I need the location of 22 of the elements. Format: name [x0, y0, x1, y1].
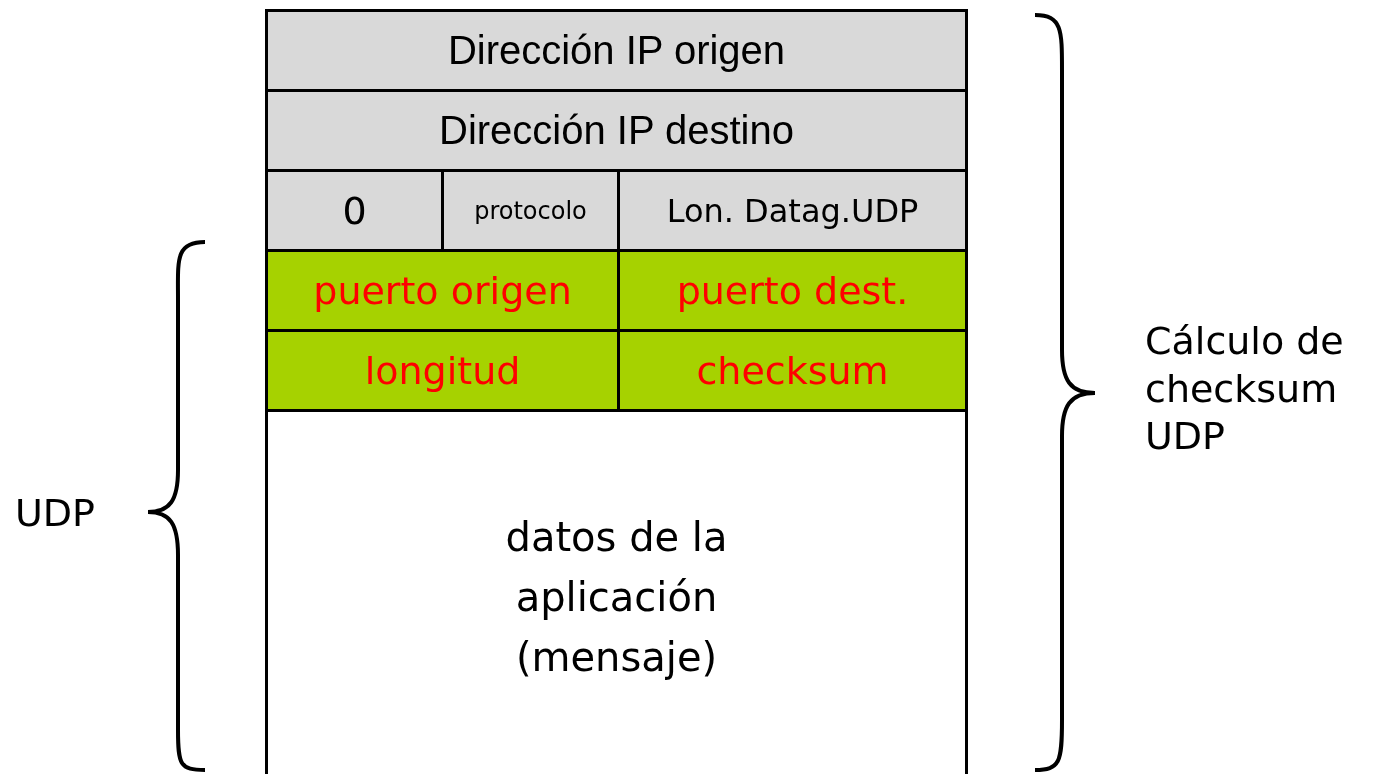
field-label: protocolo: [474, 196, 587, 225]
header-field: [265, 169, 444, 252]
header-field: [617, 329, 968, 412]
header-field: [441, 169, 620, 252]
brace-label: Cálculo de checksum UDP: [1145, 318, 1345, 460]
field-label: checksum: [696, 348, 889, 393]
field-label: longitud: [364, 348, 521, 393]
header-field: [617, 169, 968, 252]
header-field: [265, 329, 620, 412]
field-label: Dirección IP origen: [447, 28, 786, 73]
field-label: Dirección IP destino: [439, 108, 794, 153]
field-label: puerto dest.: [676, 268, 909, 313]
header-field: [617, 249, 968, 332]
header-field: [265, 9, 968, 92]
field-label: 0: [342, 188, 367, 233]
header-field: [265, 249, 620, 332]
field-label: datos de la aplicación (mensaje): [504, 513, 729, 682]
data-field: [265, 409, 968, 774]
field-label: puerto origen: [313, 268, 572, 313]
field-label: Lon. Datag.UDP: [666, 191, 919, 230]
header-field: [265, 89, 968, 172]
brace-label: UDP: [15, 490, 96, 537]
